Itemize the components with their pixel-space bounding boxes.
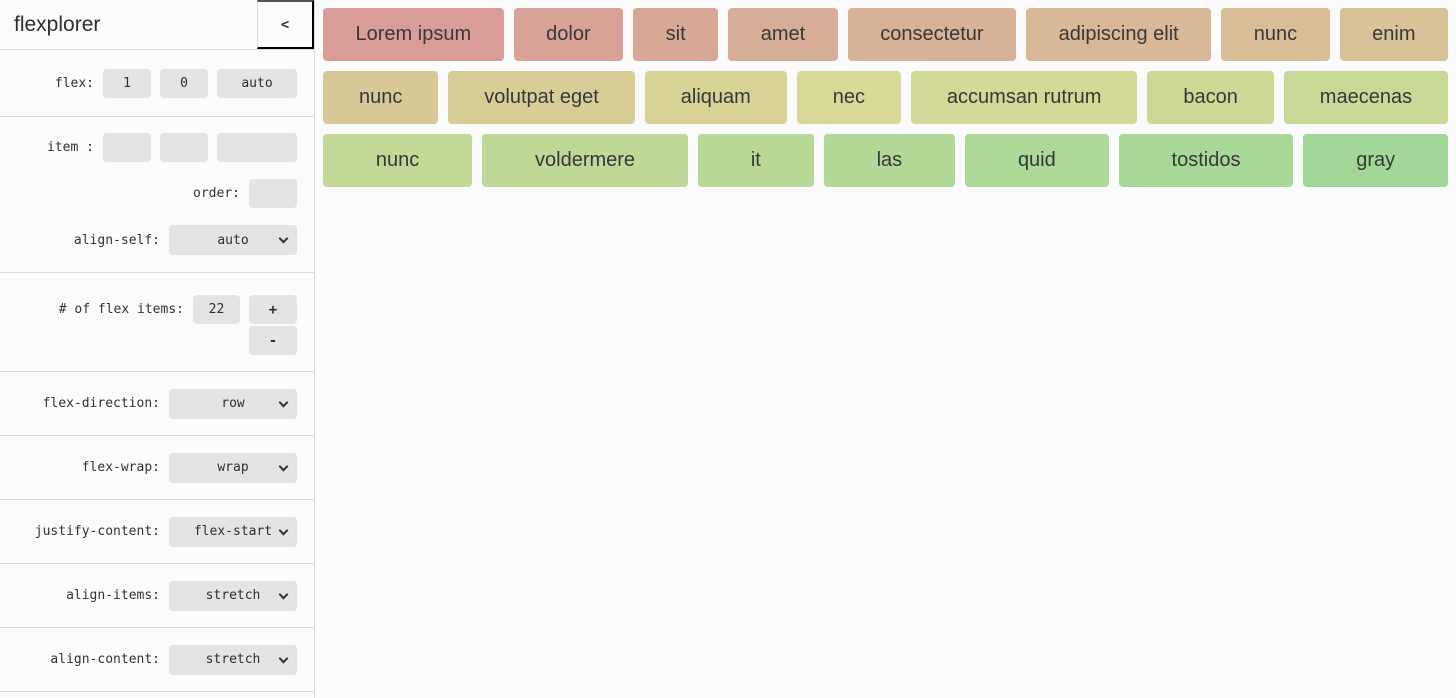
flex-item[interactable]: accumsan rutrum (910, 71, 1138, 124)
flex-row: nunc volutpat eget aliquam nec accumsan … (318, 66, 1453, 129)
page-title: flexplorer (14, 12, 101, 36)
order-input[interactable] (249, 179, 297, 208)
flex-wrap-label: flex-wrap: (81, 460, 160, 475)
chevron-left-icon: < (280, 16, 290, 33)
justify-content-value: flex-start (193, 524, 273, 539)
sidebar: flexplorer < flex: item : order: a (0, 0, 315, 698)
order-label: order: (193, 186, 240, 201)
flex-direction-label: flex-direction: (42, 396, 160, 411)
justify-content-row: justify-content: flex-start (0, 500, 314, 564)
align-content-value: stretch (205, 652, 261, 667)
flex-item[interactable]: voldermere (482, 134, 688, 187)
flex-label: flex: (54, 75, 94, 91)
flex-item[interactable]: quid (965, 134, 1109, 187)
justify-content-label: justify-content: (34, 524, 160, 539)
flex-item[interactable]: gray (1303, 134, 1449, 187)
flex-item[interactable]: nec (796, 71, 901, 124)
collapse-sidebar-button[interactable]: < (257, 0, 314, 49)
flex-direction-row: flex-direction: row (0, 372, 314, 436)
order-row: order: (0, 179, 297, 208)
chevron-down-icon (278, 461, 289, 471)
flex-wrap-value: wrap (217, 460, 249, 475)
flex-direction-select[interactable]: row (169, 388, 297, 419)
stepper-buttons: + - (249, 295, 297, 355)
item-grow-input[interactable] (103, 133, 151, 162)
flex-direction-value: row (221, 396, 245, 411)
titlebar: flexplorer < (0, 0, 314, 50)
flex-shrink-input[interactable] (160, 68, 208, 98)
chevron-down-icon (278, 653, 289, 663)
item-shrink-input[interactable] (160, 133, 208, 162)
flex-item[interactable]: amet (728, 8, 838, 61)
increment-button[interactable]: + (249, 295, 297, 324)
item-settings-group: item : order: align-self: auto (0, 117, 314, 273)
align-items-value: stretch (205, 588, 261, 603)
chevron-down-icon (278, 397, 289, 407)
align-content-select[interactable]: stretch (169, 644, 297, 675)
flex-item[interactable]: aliquam (644, 71, 787, 124)
flex-item[interactable]: tostidos (1118, 134, 1294, 187)
flex-basis-input[interactable] (217, 68, 297, 98)
flex-item[interactable]: las (823, 134, 956, 187)
align-self-label: align-self: (73, 232, 160, 248)
chevron-down-icon (278, 233, 289, 244)
item-flex-row: item : (0, 133, 297, 162)
flex-grow-input[interactable] (103, 68, 151, 98)
flex-item[interactable]: bacon (1147, 71, 1274, 124)
flex-row: nunc voldermere it las quid tostidos gra… (318, 129, 1453, 192)
flex-count-label: # of flex items: (58, 302, 184, 317)
flex-item[interactable]: consectetur (847, 8, 1017, 61)
flex-row: Lorem ipsum dolor sit amet consectetur a… (318, 3, 1453, 66)
flex-count-input[interactable] (193, 295, 240, 324)
decrement-button[interactable]: - (249, 326, 297, 355)
align-content-row: align-content: stretch (0, 628, 314, 692)
flex-item[interactable]: nunc (1221, 8, 1330, 61)
flex-item[interactable]: Lorem ipsum (323, 8, 504, 61)
item-basis-input[interactable] (217, 133, 297, 162)
flex-wrap-row: flex-wrap: wrap (0, 436, 314, 500)
flex-item[interactable]: dolor (513, 8, 624, 61)
flex-item[interactable]: adipiscing elit (1026, 8, 1212, 61)
flex-item[interactable]: nunc (323, 134, 473, 187)
flex-stage: Lorem ipsum dolor sit amet consectetur a… (315, 0, 1456, 698)
flex-item[interactable]: nunc (323, 71, 439, 124)
align-items-label: align-items: (66, 588, 160, 603)
align-self-value: auto (217, 232, 249, 248)
flex-wrap-select[interactable]: wrap (169, 452, 297, 483)
chevron-down-icon (278, 525, 289, 535)
flex-item[interactable]: sit (633, 8, 719, 61)
flex-shorthand-row: flex: (0, 50, 314, 117)
flex-item[interactable]: maecenas (1283, 71, 1449, 124)
flex-item[interactable]: volutpat eget (448, 71, 635, 124)
item-label: item : (47, 140, 94, 155)
align-items-row: align-items: stretch (0, 564, 314, 628)
chevron-down-icon (278, 589, 289, 599)
flex-count-row: # of flex items: + - (0, 273, 314, 372)
flex-item[interactable]: enim (1339, 8, 1449, 61)
align-self-select[interactable]: auto (169, 225, 297, 255)
align-items-select[interactable]: stretch (169, 580, 297, 611)
justify-content-select[interactable]: flex-start (169, 516, 297, 547)
align-content-label: align-content: (50, 652, 160, 667)
flex-item[interactable]: it (697, 134, 814, 187)
align-self-row: align-self: auto (0, 225, 297, 255)
